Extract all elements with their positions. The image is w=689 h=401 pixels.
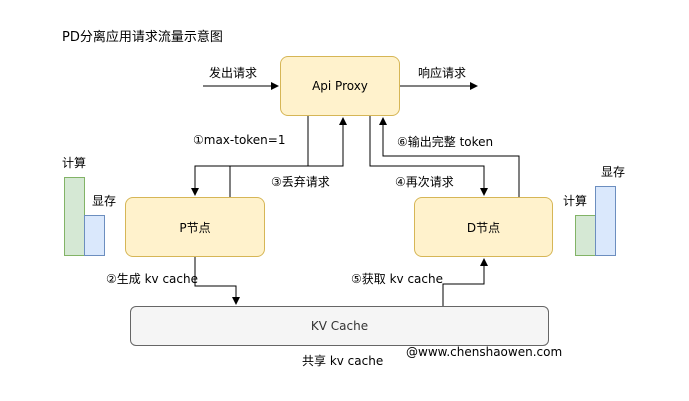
step4-label: ④再次请求	[395, 175, 454, 189]
p-node-label: P节点	[179, 220, 211, 235]
response-request-label: 响应请求	[418, 66, 467, 80]
send-request-label: 发出请求	[209, 66, 258, 80]
right-compute-bar	[575, 215, 596, 256]
right-memory-bar	[595, 186, 616, 256]
step2-label: ②生成 kv cache	[106, 272, 198, 286]
step3-label: ③丢弃请求	[271, 175, 330, 189]
p-to-proxy-arrow	[229, 117, 347, 197]
api-proxy-label: Api Proxy	[312, 79, 368, 93]
api-proxy-node: Api Proxy	[280, 56, 400, 116]
right-memory-label: 显存	[601, 165, 626, 179]
d-node: D节点	[414, 197, 553, 257]
step6-label: ⑥输出完整 token	[397, 135, 494, 149]
kv-cache-label: KV Cache	[310, 319, 369, 333]
left-compute-label: 计算	[62, 156, 87, 170]
left-memory-bar	[84, 215, 105, 256]
kv-to-d-arrow	[442, 258, 488, 306]
left-compute-bar	[64, 177, 85, 256]
d-node-label: D节点	[466, 220, 501, 235]
p-to-kv-arrow	[194, 257, 240, 305]
watermark: @www.chenshaowen.com	[406, 345, 563, 359]
diagram-title: PD分离应用请求流量示意图	[62, 30, 223, 45]
step5-label: ⑤获取 kv cache	[351, 272, 443, 286]
p-node: P节点	[125, 197, 265, 257]
right-compute-label: 计算	[563, 194, 588, 208]
shared-kv-label: 共享 kv cache	[302, 354, 384, 368]
step1-label: ①max-token=1	[193, 133, 286, 147]
left-memory-label: 显存	[92, 194, 117, 208]
proxy-to-d-arrow	[369, 116, 488, 196]
kv-cache-node: KV Cache	[130, 306, 549, 346]
d-to-proxy-arrow	[379, 117, 520, 197]
